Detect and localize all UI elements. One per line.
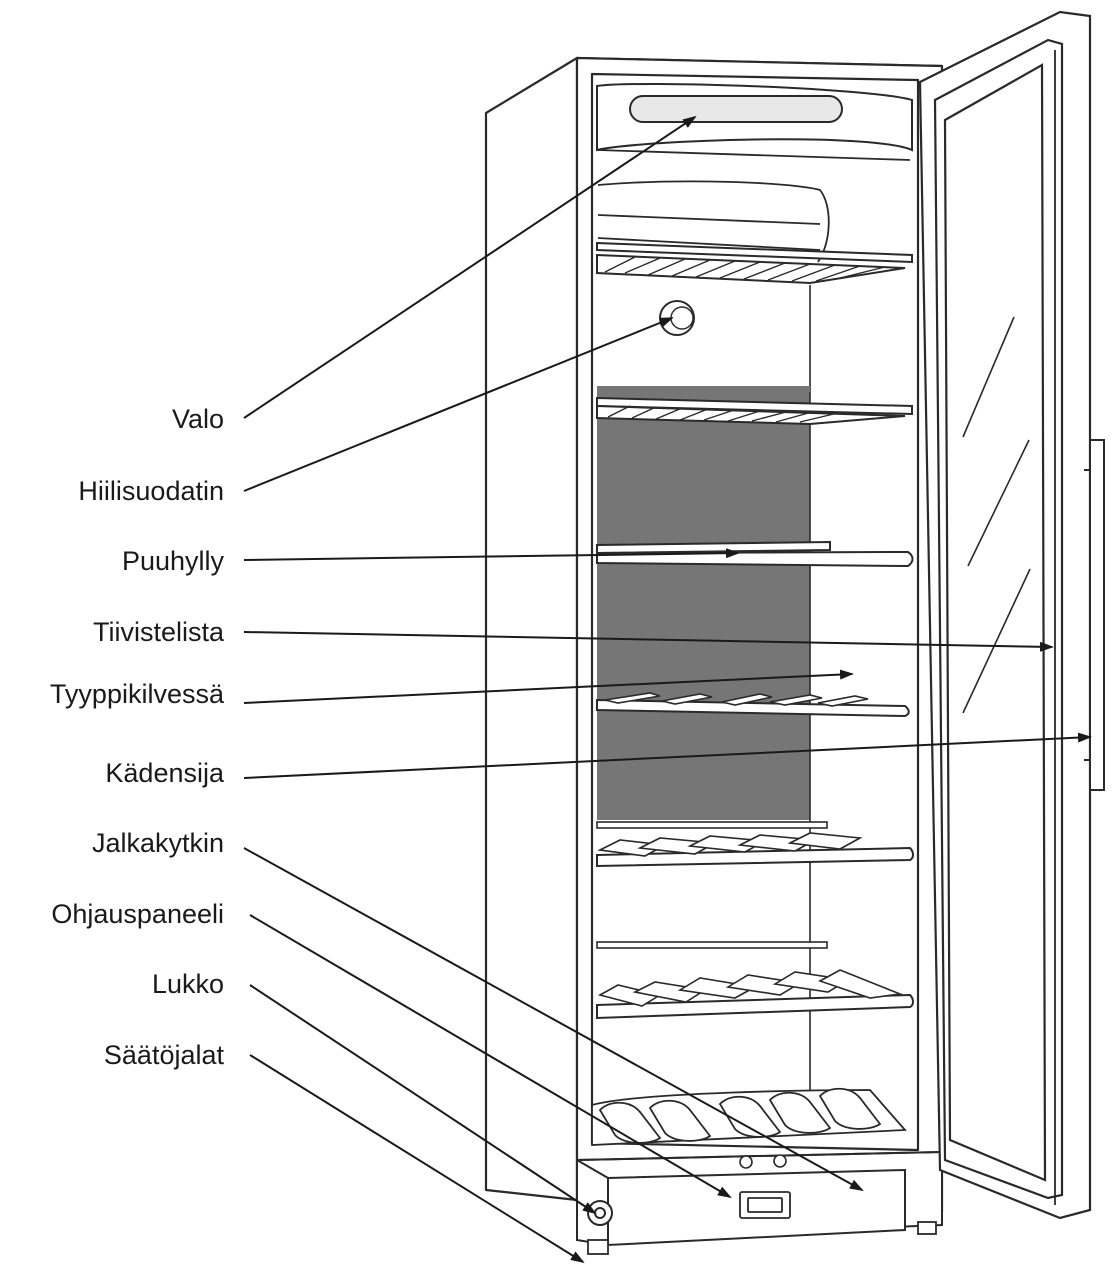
callout-line-kadensija	[243, 732, 1092, 779]
shelf-grid-2	[596, 386, 913, 426]
label-puuhylly: Puuhylly	[122, 546, 225, 576]
foot-switch	[739, 1154, 787, 1169]
shelf-grid-1	[596, 241, 913, 285]
label-kadensija: Kädensija	[105, 758, 225, 788]
bottom-bottle-rack	[591, 1087, 907, 1146]
door-glass	[943, 63, 1047, 1182]
shelf-wood	[596, 540, 914, 568]
callout-line-puuhylly	[243, 548, 740, 561]
callout-line-hiilisuodatin	[243, 317, 674, 492]
label-ohjauspaneeli: Ohjauspaneeli	[51, 899, 224, 929]
back-panel	[597, 390, 810, 820]
fan-housing	[597, 149, 911, 263]
callout-line-jalkakytkin	[243, 847, 864, 1191]
glass-reflections	[962, 316, 1031, 714]
label-tiivistelista: Tiivistelista	[93, 617, 225, 647]
callout-line-tyyppikilvessa	[243, 669, 854, 704]
callout-line-valo	[243, 115, 697, 419]
callout-lines	[243, 115, 1092, 1264]
label-jalkakytkin: Jalkakytkin	[92, 828, 224, 858]
shelf-grid-5	[596, 821, 914, 868]
door	[918, 10, 1092, 1220]
callout-line-tiivistelista	[243, 631, 1054, 652]
callout-labels: Valo Hiilisuodatin Puuhylly Tiivistelist…	[50, 404, 225, 1070]
label-lukko: Lukko	[152, 969, 224, 999]
label-hiilisuodatin: Hiilisuodatin	[78, 476, 224, 506]
control-panel-display	[739, 1191, 791, 1219]
lock	[587, 1200, 613, 1226]
shelf-grid-4	[596, 692, 910, 718]
door-handle	[1084, 439, 1105, 791]
label-saatojalat: Säätöjalat	[104, 1040, 225, 1070]
callout-line-lukko	[249, 984, 597, 1215]
callout-line-ohjauspaneeli	[249, 914, 732, 1199]
adjustable-feet	[587, 1221, 937, 1255]
callout-line-saatojalat	[249, 1054, 585, 1264]
shelf-grid-6	[596, 941, 914, 1020]
cabinet-side-panel	[484, 56, 579, 1202]
label-tyyppikilvessa: Tyyppikilvessä	[50, 679, 225, 709]
light-bar	[596, 82, 913, 152]
carbon-filter	[659, 300, 695, 336]
label-valo: Valo	[172, 404, 224, 434]
